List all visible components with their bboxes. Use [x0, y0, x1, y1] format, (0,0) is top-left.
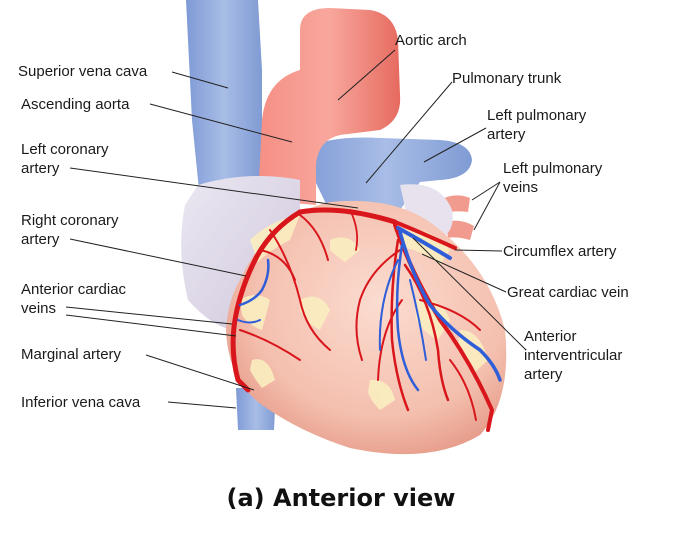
superior-vena-cava-shape [186, 0, 262, 200]
label-great-cardiac-vein: Great cardiac vein [507, 284, 629, 301]
label-right-coronary-artery: Right coronary artery [21, 211, 119, 249]
label-aortic-arch: Aortic arch [395, 32, 467, 49]
pulmonary-trunk-shape [300, 137, 472, 212]
label-line-2: interventricular [524, 347, 623, 364]
heart-body [226, 200, 507, 455]
label-line-1: Right coronary [21, 212, 119, 229]
label-pulmonary-trunk: Pulmonary trunk [452, 70, 562, 87]
coronary-arteries [230, 207, 495, 432]
label-line-1: Anterior cardiac [21, 281, 127, 298]
label-line-2: veins [21, 300, 57, 317]
label-anterior-interventricular-artery: Anterior interventricular artery [524, 327, 622, 384]
figure-caption: (a) Anterior view [226, 484, 456, 512]
label-line-1: Left pulmonary [487, 107, 587, 124]
label-line-2: artery [21, 231, 60, 248]
label-line-2: artery [21, 160, 60, 177]
aorta-shape [258, 8, 401, 205]
label-superior-vena-cava: Superior vena cava [18, 63, 148, 80]
label-line-3: artery [524, 366, 563, 383]
label-line-1: Left pulmonary [503, 160, 603, 177]
label-line-2: artery [487, 126, 526, 143]
label-line-2: veins [503, 179, 539, 196]
label-left-pulmonary-artery: Left pulmonary artery [487, 106, 586, 144]
label-left-pulmonary-veins: Left pulmonary veins [503, 159, 602, 197]
label-marginal-artery: Marginal artery [21, 346, 122, 363]
label-left-coronary-artery: Left coronary artery [21, 140, 109, 178]
label-inferior-vena-cava: Inferior vena cava [21, 394, 141, 411]
left-pulmonary-vein-lower [446, 220, 474, 240]
label-line-1: Anterior [524, 328, 577, 345]
cardiac-veins [237, 226, 502, 392]
label-anterior-cardiac-veins: Anterior cardiac veins [21, 280, 126, 318]
label-line-1: Left coronary [21, 141, 109, 158]
label-ascending-aorta: Ascending aorta [21, 96, 130, 113]
label-circumflex-artery: Circumflex artery [503, 243, 617, 260]
pericardium-shape [181, 176, 300, 330]
leader-lines [65, 49, 527, 409]
